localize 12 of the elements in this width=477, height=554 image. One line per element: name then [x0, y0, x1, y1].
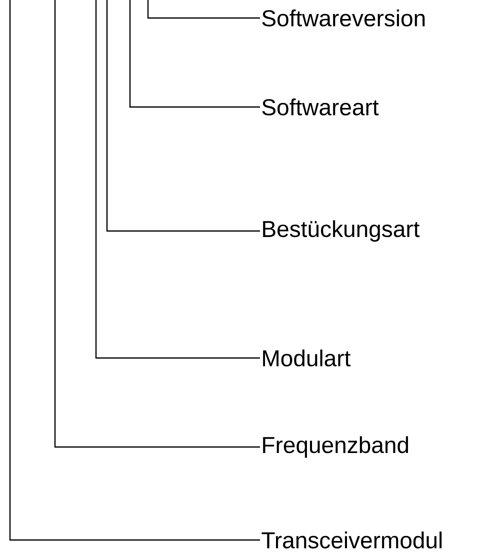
item-label: Transceivermodul: [262, 532, 442, 548]
leader-line: [147, 0, 260, 19]
leader-line: [54, 0, 260, 448]
leader-line: [9, 0, 260, 541]
item-label: Bestückungsart: [263, 220, 420, 242]
leader-line: [106, 0, 260, 232]
item-label: Softwareversion: [262, 10, 425, 26]
item-label: Modulart: [263, 350, 350, 366]
leader-line: [95, 0, 260, 359]
item-label: Softwareart: [262, 98, 379, 116]
item-label: Frequenzband: [263, 436, 408, 458]
leader-line: [129, 0, 260, 108]
